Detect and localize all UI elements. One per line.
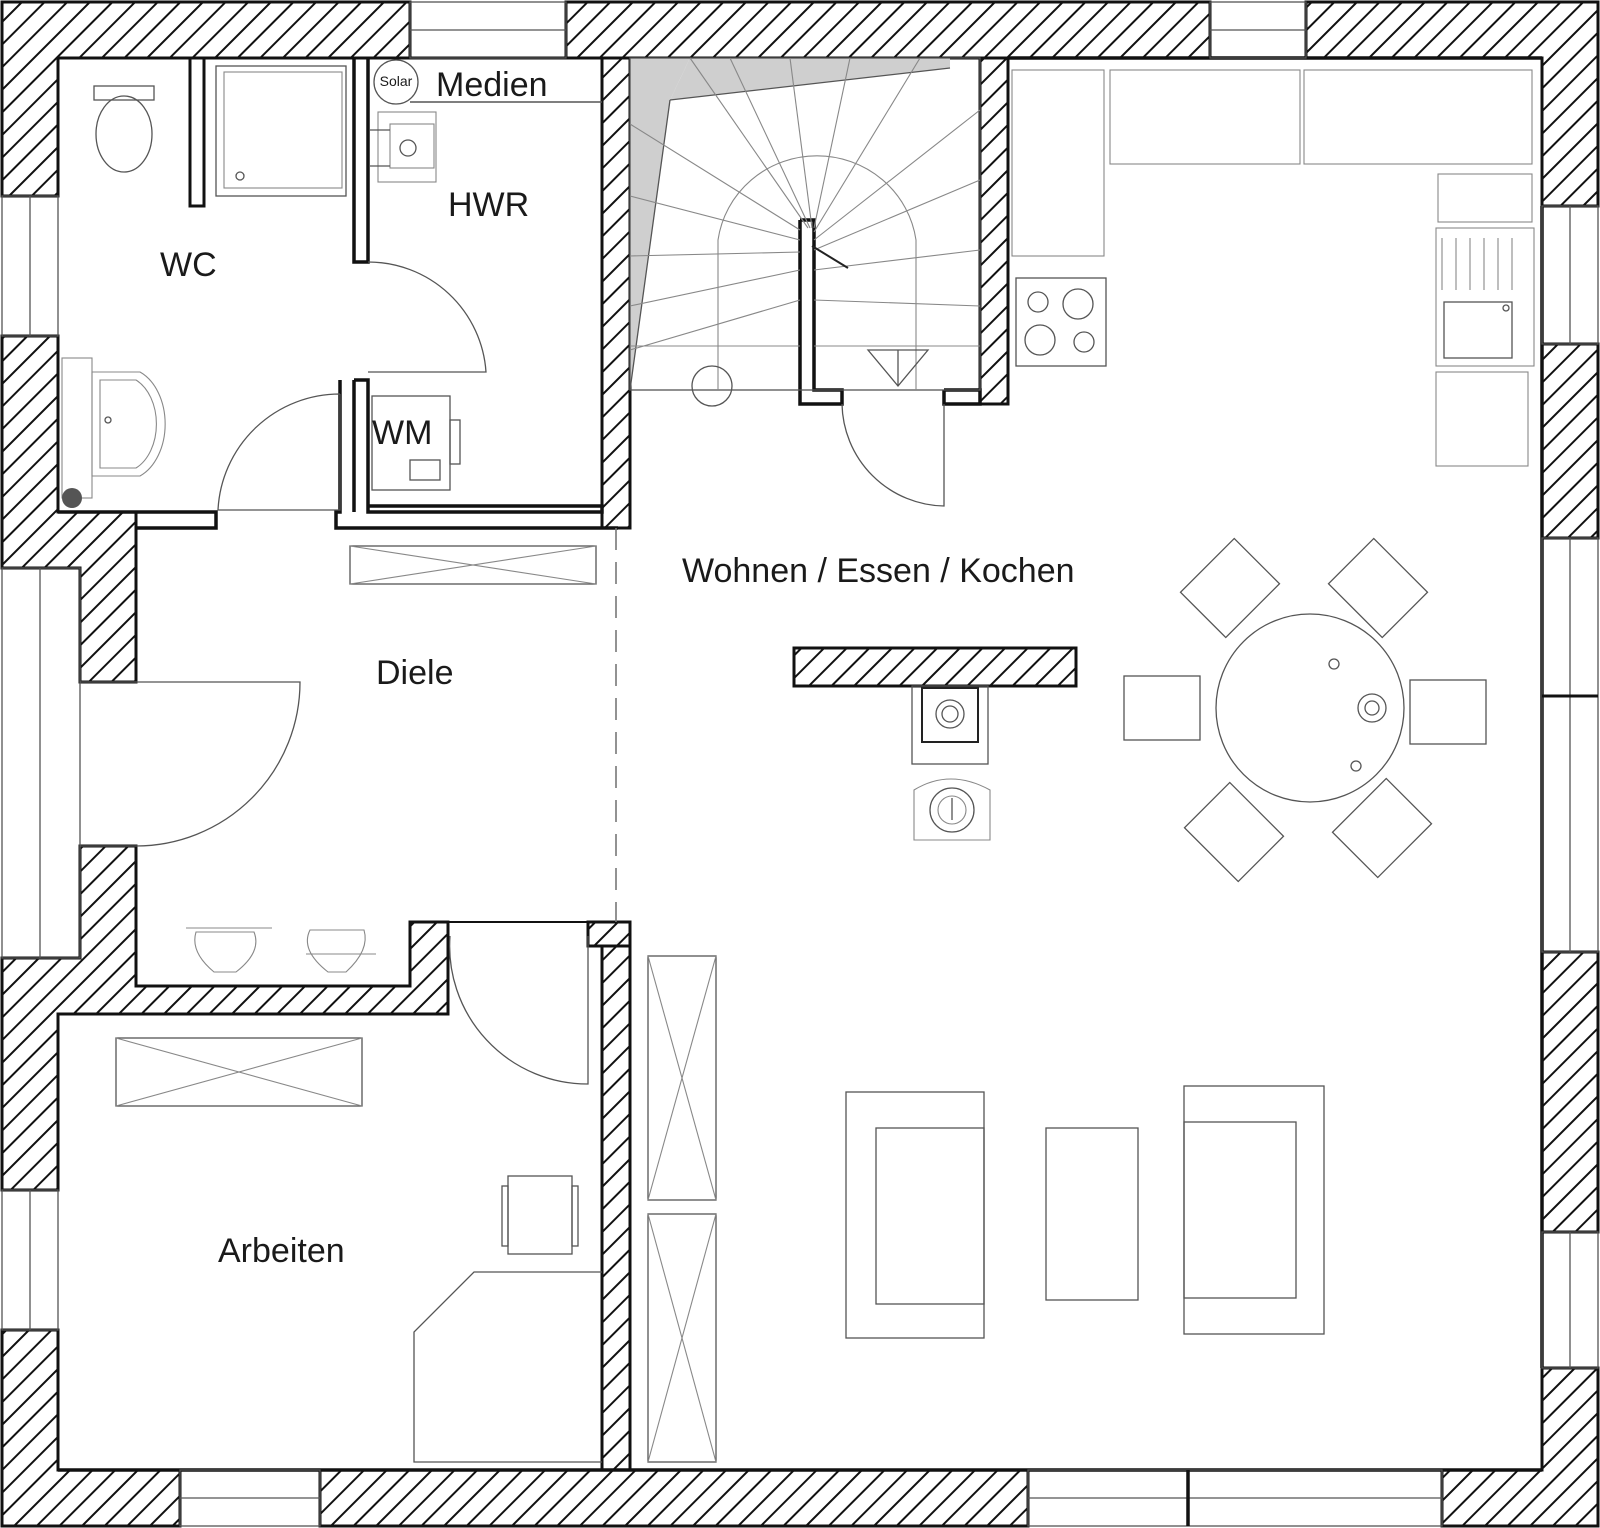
dining-table-icon: [1123, 537, 1487, 883]
wall-chimney: [792, 646, 1078, 688]
wall-top-middle: [564, 0, 1212, 60]
desk-icon: [413, 1175, 602, 1463]
wall-left-middle: [0, 844, 450, 1192]
fixtures: [61, 59, 1535, 1463]
doors: [135, 261, 945, 1085]
solar-icon: [373, 59, 419, 105]
label-hwr: HWR: [448, 186, 529, 224]
wall-left-upper: [0, 334, 138, 684]
shelf-icon: [115, 1037, 363, 1107]
kitchen-icon: [1011, 69, 1535, 467]
sofa-icon: [845, 1085, 1325, 1339]
label-medien: Medien: [436, 66, 548, 104]
cabinet-icon: [647, 955, 717, 1463]
room-labels: WC Medien Solar HWR WM Wohnen / Essen / …: [160, 66, 1075, 1270]
shower-icon: [215, 65, 347, 197]
wall-hwr-stair: [600, 56, 632, 530]
wall-bottom-right: [1440, 1366, 1600, 1528]
wall-bottom-middle: [318, 1468, 1030, 1528]
utility-sink-icon: [370, 111, 437, 183]
staircase: [629, 57, 981, 407]
label-wc: WC: [160, 246, 217, 284]
washbasin-icon: [61, 357, 166, 508]
stove-icon: [911, 685, 991, 841]
wall-top-left: [0, 0, 412, 198]
wardrobe-icon: [349, 545, 597, 585]
wall-arbeiten-wohnen: [600, 920, 632, 1472]
label-wm: WM: [372, 414, 432, 452]
label-arbeiten: Arbeiten: [218, 1232, 345, 1270]
label-solar: Solar: [380, 73, 413, 89]
wall-arbeiten-top-right: [586, 920, 632, 948]
wall-right-upper: [1540, 342, 1600, 540]
wall-left-lower: [0, 1328, 182, 1528]
bench-chair-icon: [186, 927, 376, 973]
label-diele: Diele: [376, 654, 453, 692]
wall-right-lower: [1540, 950, 1600, 1234]
toilet-icon: [93, 85, 155, 173]
label-wohnen: Wohnen / Essen / Kochen: [682, 552, 1075, 590]
wall-top-right: [1304, 0, 1600, 208]
washing-machine-icon: [371, 395, 461, 491]
wall-stair-kitchen: [978, 56, 1010, 406]
